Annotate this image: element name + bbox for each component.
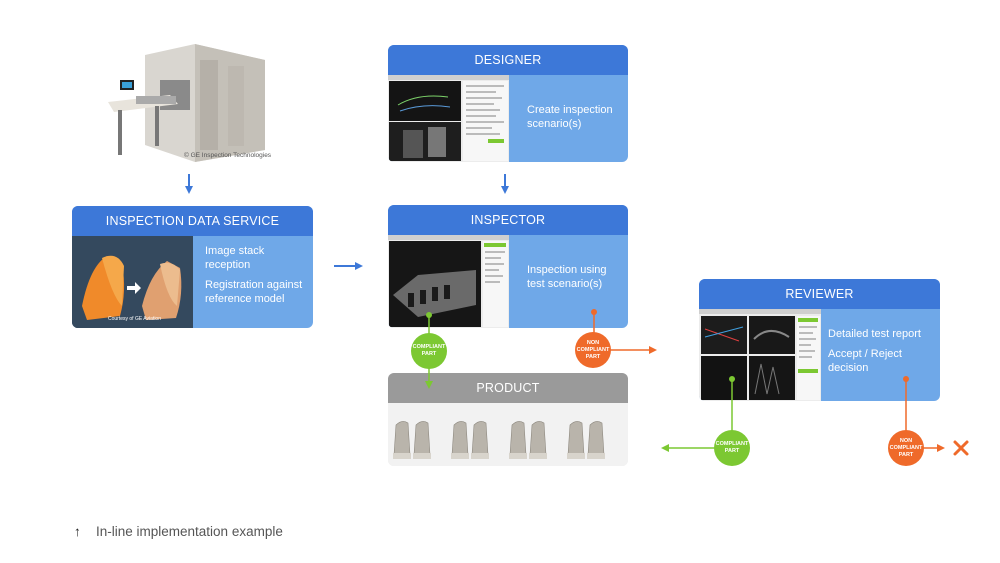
designer-title: DESIGNER	[388, 45, 628, 75]
up-arrow-icon: ↑	[74, 524, 81, 539]
non-compliant-part-badge-reviewer: NON COMPLIANT PART	[888, 430, 924, 466]
non-compliant-part-badge-inspector: NON COMPLIANT PART	[575, 332, 611, 368]
scanner-caption: © GE Inspection Technologies	[184, 152, 272, 159]
inspection-data-service-title: INSPECTION DATA SERVICE	[72, 206, 313, 236]
compliant-part-badge-reviewer: COMPLIANT PART	[714, 430, 750, 466]
designer-screenshot	[388, 75, 509, 162]
designer-items: Create inspection scenario(s)	[527, 103, 622, 137]
footnote-text: In-line implementation example	[96, 524, 283, 539]
inspector-screenshot	[388, 235, 509, 328]
reviewer-card: REVIEWER Detailed test report Accept / R…	[699, 279, 940, 401]
item-create-scenario: Create inspection scenario(s)	[527, 104, 613, 130]
item-registration: Registration against reference model	[205, 279, 303, 305]
designer-card: DESIGNER Create inspection scenario(s)	[388, 45, 628, 162]
reviewer-items: Detailed test report Accept / Reject dec…	[828, 327, 936, 381]
item-image-stack: Image stack reception	[205, 245, 265, 271]
reviewer-title: REVIEWER	[699, 279, 940, 309]
image-caption: Courtesy of GE Aviation	[108, 316, 161, 322]
product-card: PRODUCT	[388, 373, 628, 466]
ct-scanner-image: © GE Inspection Technologies	[100, 40, 275, 165]
footnote: ↑ In-line implementation example	[74, 524, 283, 539]
inspection-data-service-items: Image stack reception Registration again…	[205, 244, 305, 312]
blade-registration-image: Courtesy of GE Aviation	[72, 236, 193, 328]
inspector-items: Inspection using test scenario(s)	[527, 263, 622, 297]
reviewer-screenshot	[699, 309, 821, 401]
item-accept-reject: Accept / Reject decision	[828, 348, 902, 374]
item-inspection-using: Inspection using test scenario(s)	[527, 264, 607, 290]
inspection-data-service-card: INSPECTION DATA SERVICE Courtesy of GE A…	[72, 206, 313, 328]
reject-x-icon	[953, 440, 969, 456]
turbine-blades-image	[388, 403, 628, 466]
item-detailed-report: Detailed test report	[828, 328, 921, 340]
compliant-part-badge-inspector: COMPLIANT PART	[411, 333, 447, 369]
inspector-card: INSPECTOR Inspection using test scenario…	[388, 205, 628, 328]
inspector-title: INSPECTOR	[388, 205, 628, 235]
